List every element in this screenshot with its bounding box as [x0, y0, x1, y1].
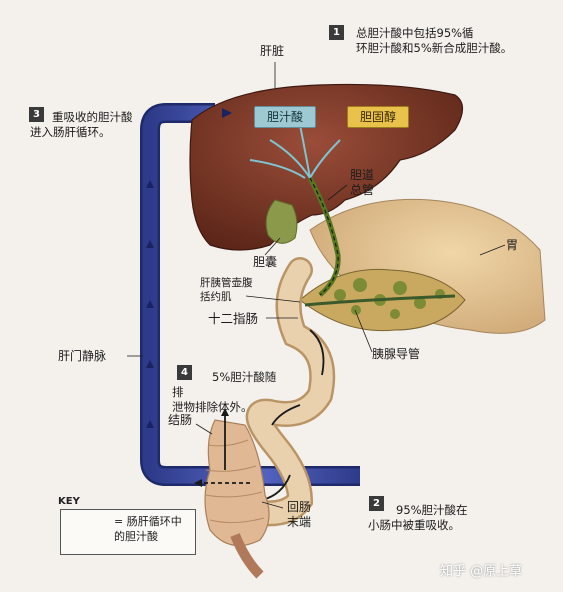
sphincter-label: 肝胰管壶腹 括约肌: [200, 277, 253, 303]
callout-1-number: 1: [329, 25, 344, 40]
colon-label: 结肠: [168, 413, 193, 427]
key-title: KEY: [58, 496, 80, 507]
gallbladder: [265, 199, 298, 244]
gallbladder-label: 胆囊: [253, 255, 278, 269]
colon-haustra: [205, 439, 265, 524]
key-text: = 肠肝循环中 的胆汁酸: [114, 515, 182, 543]
watermark: 知乎 @原上草: [440, 564, 523, 579]
bile-acid-box: 胆汁酸: [254, 106, 316, 128]
leader-lines: [127, 62, 506, 509]
callout-3-text: 重吸收的胆汁酸 进入肠肝循环。: [30, 110, 133, 139]
liver-label: 肝脏: [260, 44, 285, 58]
cholesterol-box: 胆固醇: [347, 106, 409, 128]
intrahepatic-ducts: [249, 124, 341, 179]
callout-4-number: 4: [177, 365, 192, 380]
common-bile-duct-label: 胆道 总管: [350, 168, 375, 197]
callout-3-number: 3: [29, 107, 44, 122]
callout-1-text: 总胆汁酸中包括95%循 环胆汁酸和5%新合成胆汁酸。: [356, 26, 513, 55]
callout-2-number: 2: [369, 496, 384, 511]
vein-to-liver-arrow: [222, 108, 232, 118]
duodenum-label: 十二指肠: [208, 311, 259, 326]
callout-4-text: 5%胆汁酸随排 泄物排除体外。: [172, 370, 277, 414]
stomach-label: 胃: [506, 238, 519, 252]
rectum: [230, 533, 264, 579]
pancreatic-duct: [304, 294, 456, 307]
pancreatic-duct-label: 胰腺导管: [372, 347, 421, 361]
key-box: [60, 509, 196, 555]
vein-flow-arrows: [146, 180, 154, 428]
portal-vein-label: 肝门静脉: [58, 349, 107, 363]
callout-2-text: 95%胆汁酸在 小肠中被重吸收。: [368, 503, 468, 532]
ileum-label: 回肠 末端: [287, 500, 312, 529]
